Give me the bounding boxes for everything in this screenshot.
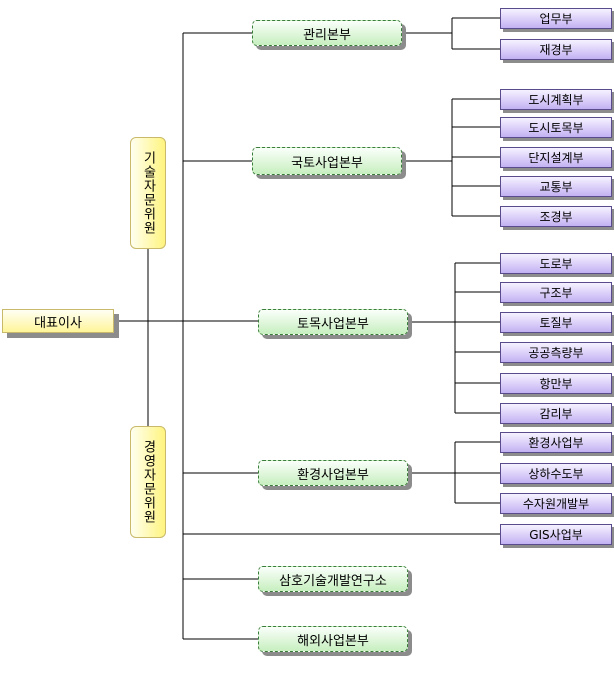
dept-box: GIS사업부: [500, 524, 612, 545]
dept-box: 업무부: [500, 8, 612, 29]
hq-urban: 국토사업본부: [252, 147, 402, 175]
dept-box: 조경부: [500, 206, 612, 227]
dept-box: 환경사업부: [500, 432, 612, 453]
hq-environment: 환경사업본부: [258, 460, 408, 486]
dept-box: 감리부: [500, 403, 612, 424]
ceo-box: 대표이사: [2, 309, 114, 333]
hq-civil: 토목사업본부: [258, 309, 408, 335]
hq-admin: 관리본부: [252, 20, 402, 46]
dept-box: 단지설계부: [500, 147, 612, 168]
dept-box: 수자원개발부: [500, 493, 612, 514]
hq-research-lab: 삼호기술개발연구소: [258, 566, 408, 592]
dept-box: 도시토목부: [500, 117, 612, 138]
dept-box: 도시계획부: [500, 89, 612, 110]
tech-advisory-box: 기술자문위원: [130, 137, 166, 249]
dept-box: 항만부: [500, 373, 612, 394]
hq-overseas: 해외사업본부: [258, 626, 408, 652]
management-advisory-box: 경영자문위원: [130, 426, 166, 538]
dept-box: 상하수도부: [500, 463, 612, 484]
dept-box: 공공측량부: [500, 342, 612, 363]
dept-box: 재경부: [500, 39, 612, 60]
dept-box: 교통부: [500, 176, 612, 197]
dept-box: 토질부: [500, 312, 612, 333]
dept-box: 도로부: [500, 253, 612, 274]
dept-box: 구조부: [500, 282, 612, 303]
